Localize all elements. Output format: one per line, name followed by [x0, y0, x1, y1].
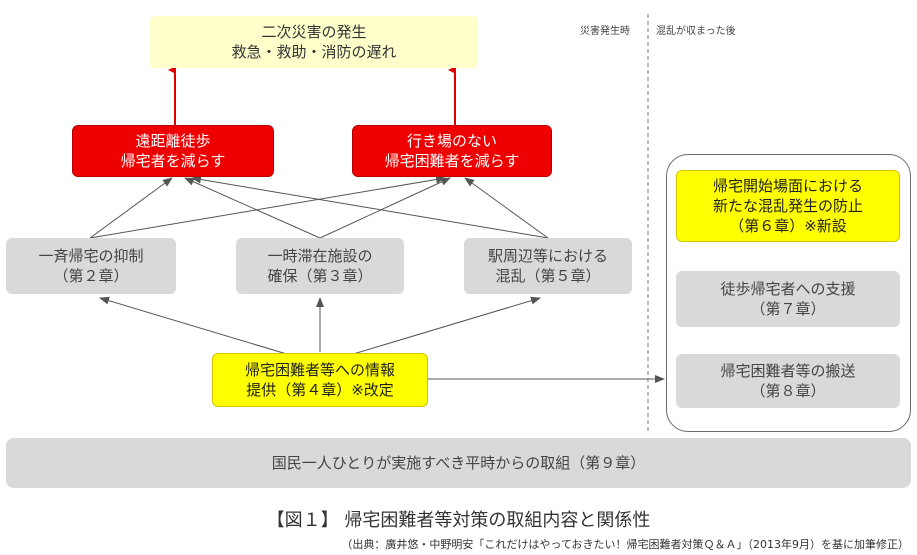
arrow-info-m3 — [339, 296, 541, 359]
chapter8-box: 帰宅困難者等の搬送 （第８章） — [676, 354, 900, 408]
arrow-m2-r1 — [184, 177, 321, 239]
secondary-disaster-box: 二次災害の発生 救急・救助・消防の遅れ — [150, 16, 478, 68]
arrow-m1-r2 — [89, 175, 446, 239]
chapter2-box: 一斉帰宅の抑制 （第２章） — [6, 238, 176, 294]
right-panel — [666, 154, 911, 432]
chapter3-box: 一時滞在施設の 確保（第３章） — [236, 238, 404, 294]
arrow-m3-r1 — [191, 175, 549, 239]
phase-label-after: 混乱が収まった後 — [656, 26, 736, 37]
arrow-m2-r2 — [319, 177, 451, 239]
reduce-long-walkers-box: 遠距離徒歩 帰宅者を減らす — [72, 125, 274, 177]
arrow-info-m1 — [99, 296, 301, 359]
arrow-m3-r2 — [464, 177, 549, 239]
chapter7-box: 徒歩帰宅者への支援 （第７章） — [676, 271, 900, 327]
chapter9-bar: 国民一人ひとりが実施すべき平時からの取組（第９章） — [6, 438, 911, 488]
reduce-stranded-box: 行き場のない 帰宅困難者を減らす — [352, 125, 552, 177]
info-provision-box: 帰宅困難者等への情報 提供（第４章）※改定 — [212, 353, 428, 407]
source-note: （出典：廣井悠・中野明安「これだけはやっておきたい！帰宅困難者対策Ｑ＆Ａ」（20… — [341, 538, 909, 551]
chapter6-box: 帰宅開始場面における 新たな混乱発生の防止 （第６章）※新設 — [676, 170, 900, 242]
figure-caption: 【図１】 帰宅困難者等対策の取組内容と関係性 — [266, 510, 651, 531]
phase-label-disaster: 災害発生時 — [580, 26, 630, 37]
chapter5-box: 駅周辺等における 混乱（第５章） — [464, 238, 632, 294]
arrow-m1-r1 — [89, 177, 173, 239]
